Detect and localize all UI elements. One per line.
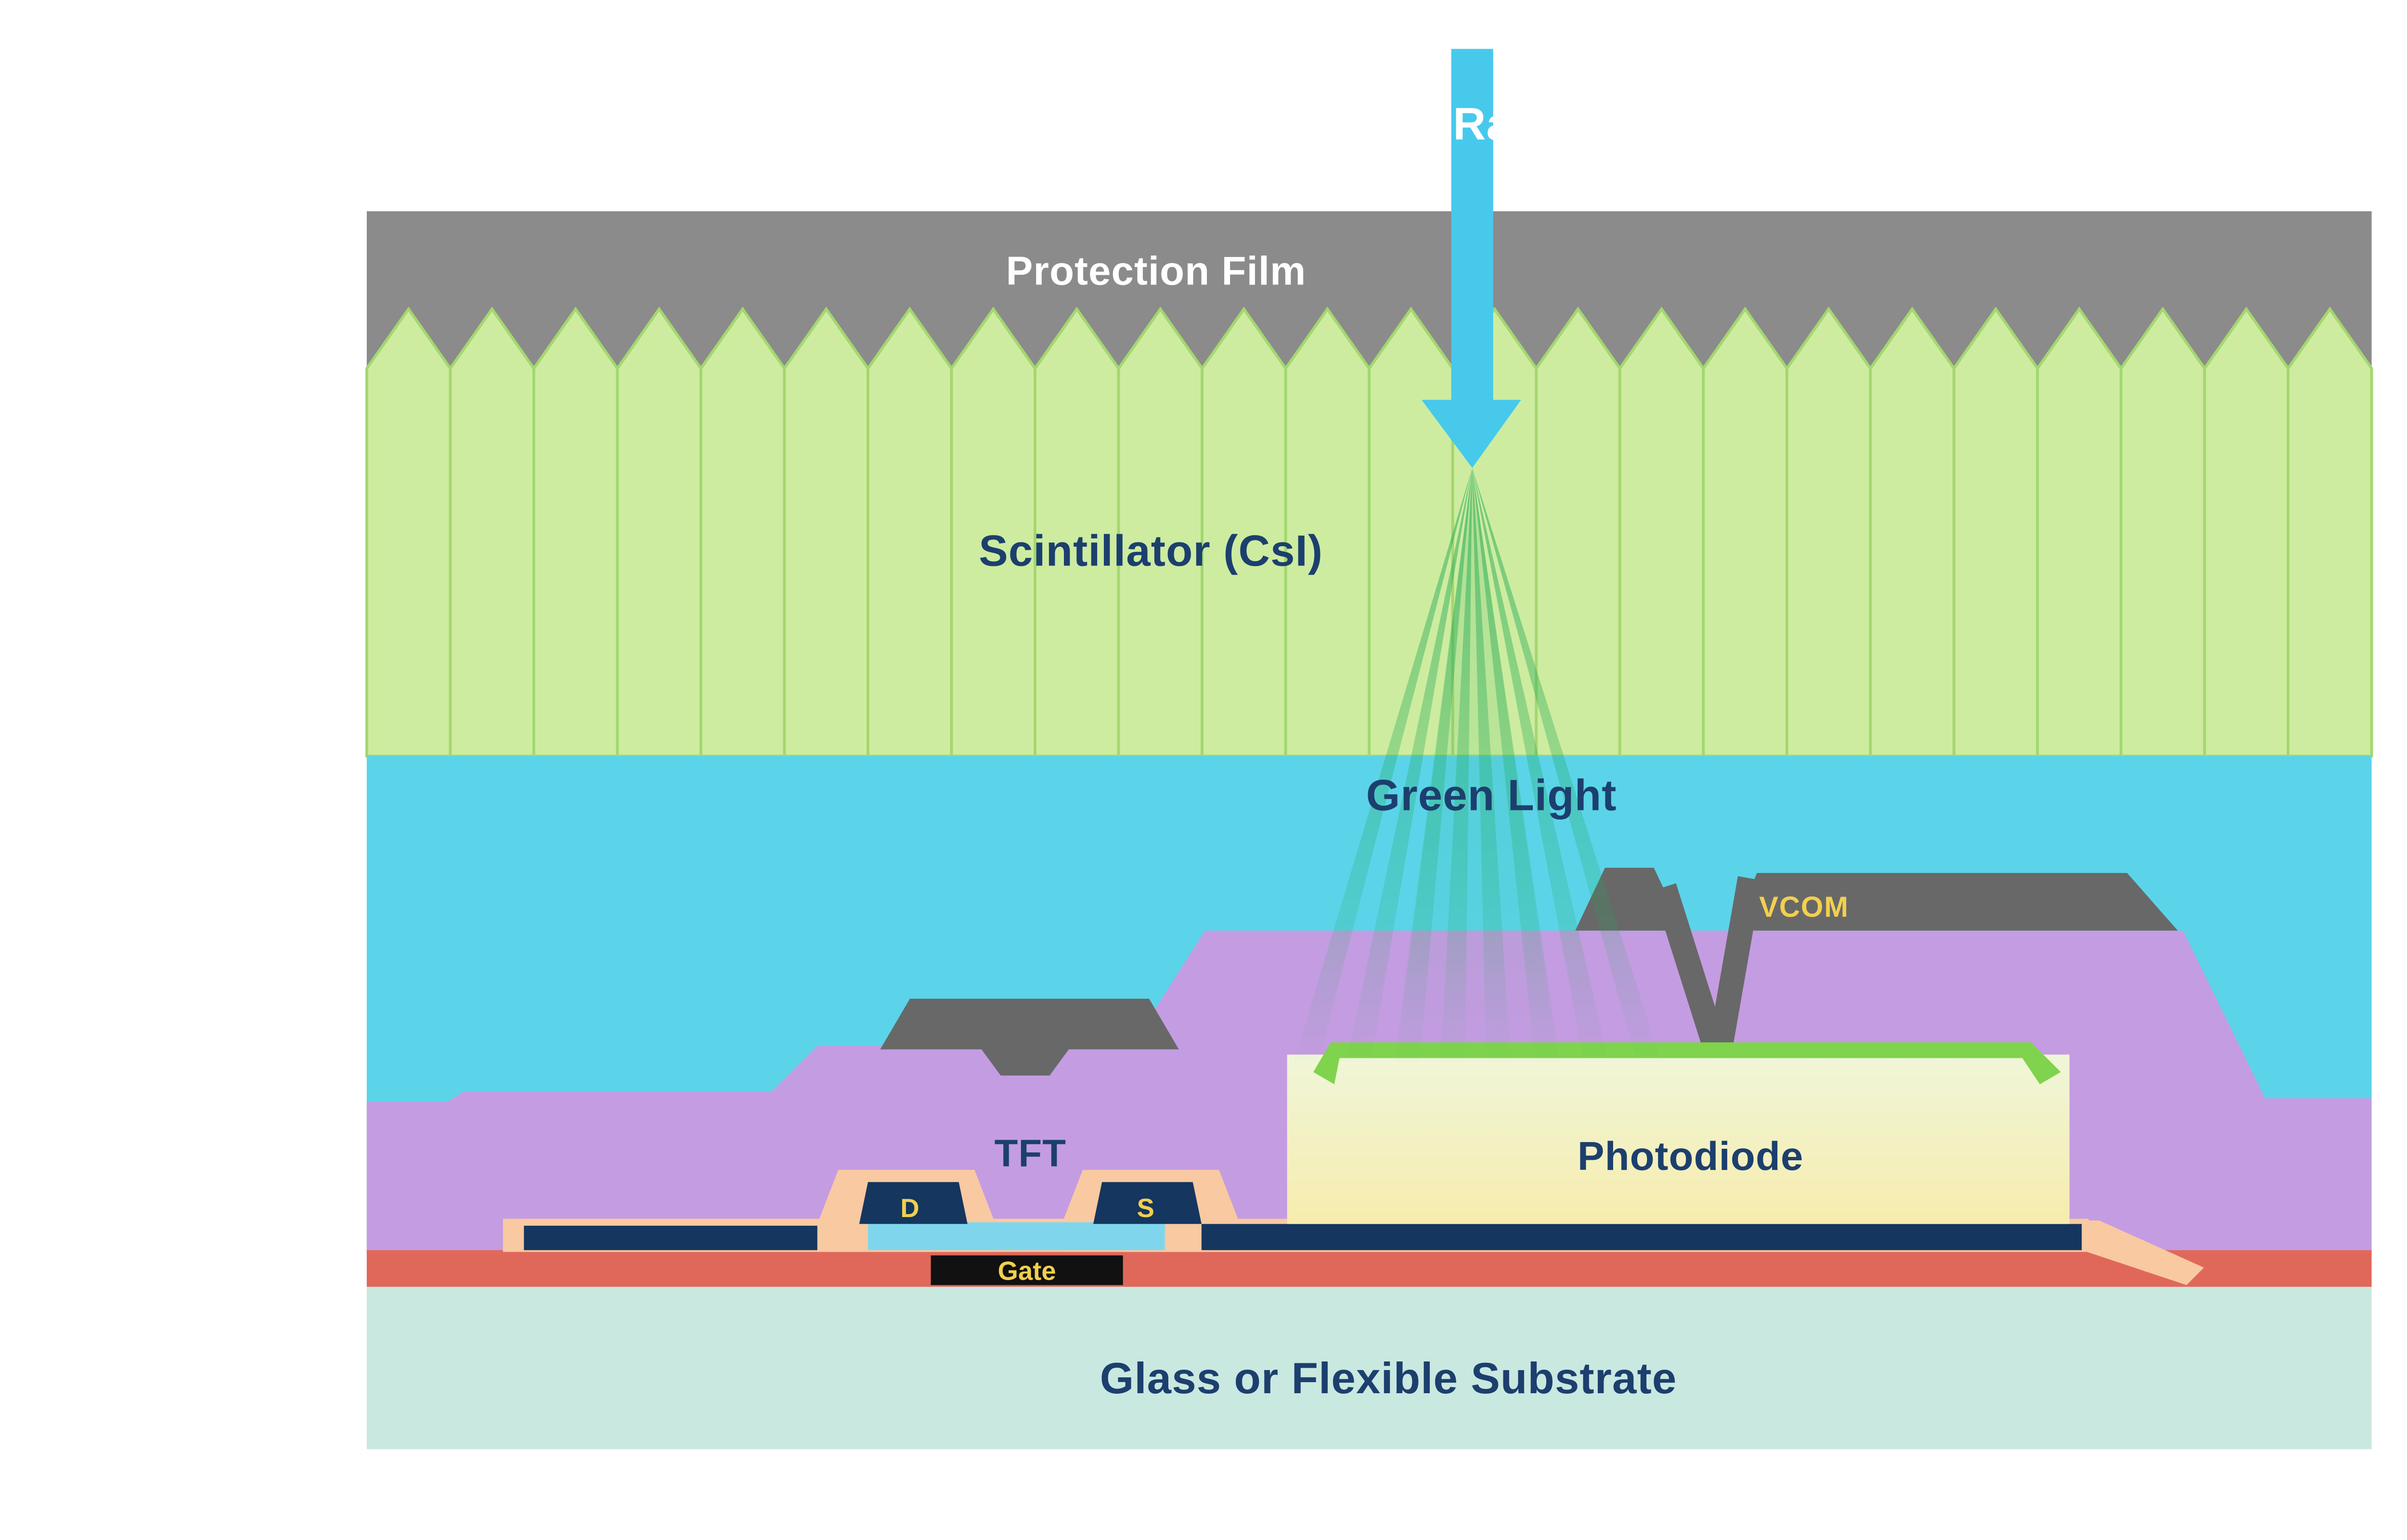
scintillator-column xyxy=(1535,307,1621,757)
xray-arrow-shaft xyxy=(1451,49,1493,404)
green-light-ray xyxy=(1472,468,1511,1062)
scintillator-column xyxy=(2287,307,2373,757)
scintillator-column xyxy=(699,307,786,757)
source-label: S xyxy=(1137,1194,1154,1223)
drain-label: D xyxy=(900,1194,919,1223)
tft-label: TFT xyxy=(995,1132,1066,1175)
substrate-layer xyxy=(366,1286,2372,1450)
green-light-cone xyxy=(1393,468,1558,1062)
photodiode-body xyxy=(1287,1054,2070,1224)
scintillator-column xyxy=(616,307,702,757)
data-line-metal xyxy=(524,1225,817,1250)
substrate-label: Glass or Flexible Substrate xyxy=(1100,1354,1677,1403)
source-electrode xyxy=(1093,1182,1202,1224)
green-light-label: Green Light xyxy=(1366,771,1617,820)
green-light-ray xyxy=(1472,468,1609,1062)
protection-film-label: Protection Film xyxy=(1006,248,1307,293)
scintillator-column xyxy=(1702,307,1788,757)
scintillator-column xyxy=(2120,307,2206,757)
xray-label: X-Ray xyxy=(1407,99,1538,149)
gate-electrode xyxy=(931,1255,1123,1285)
scintillator-column xyxy=(365,307,452,757)
red-metal-layer xyxy=(366,1250,2372,1287)
scintillator-column xyxy=(1618,307,1705,757)
green-light-ray xyxy=(1294,468,1473,1062)
gate-label: Gate xyxy=(998,1256,1056,1285)
passivation-slope-right xyxy=(2071,1220,2204,1285)
scintillator-label: Scintillator (CsI) xyxy=(979,527,1323,576)
pixel-electrode xyxy=(1201,1224,2082,1250)
xray-arrow-head xyxy=(1422,399,1521,468)
metal-shield-left xyxy=(880,999,1179,1076)
protection-film-layer xyxy=(366,211,2372,369)
green-light-ray xyxy=(1472,468,1560,1062)
vcom-label: VCOM xyxy=(1759,891,1849,923)
scintillator-column xyxy=(1952,307,2039,757)
scintillator-column xyxy=(532,307,619,757)
vcom-electrode xyxy=(1734,873,2178,931)
scintillator-column xyxy=(1785,307,1872,757)
scintillator-columns xyxy=(365,307,2373,757)
scintillator-column xyxy=(449,307,535,757)
scintillator-column xyxy=(2036,307,2122,757)
drain-electrode xyxy=(859,1182,968,1224)
scintillator-column xyxy=(867,307,953,757)
scintillator-column xyxy=(2203,307,2290,757)
scintillator-column xyxy=(783,307,869,757)
tft-channel xyxy=(868,1222,1165,1250)
green-light-ray xyxy=(1440,468,1473,1062)
photodiode-label: Photodiode xyxy=(1578,1133,1804,1179)
scintillator-column xyxy=(1869,307,1955,757)
